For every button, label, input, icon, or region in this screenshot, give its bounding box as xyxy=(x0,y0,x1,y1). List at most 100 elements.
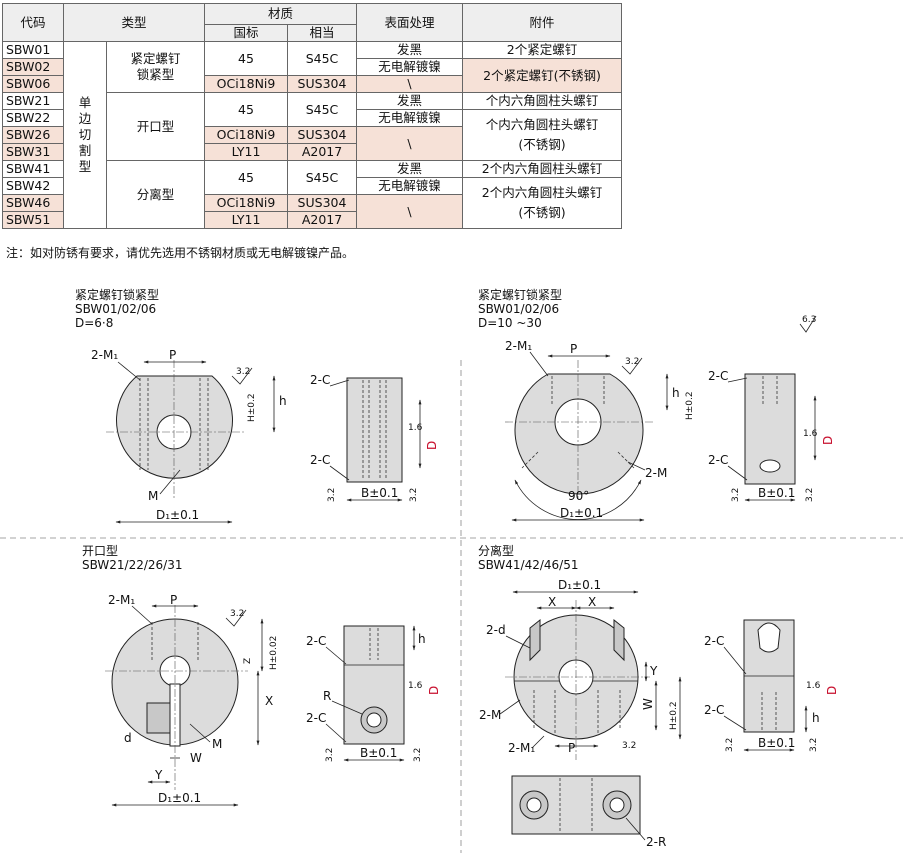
dim-d1-label: D₁±0.1 xyxy=(156,508,199,522)
view-range: D=6·8 xyxy=(75,316,113,330)
accessory-cell: 2个内六角圆柱头螺钉 (不锈钢) xyxy=(462,177,622,229)
roughness-label: 3.2 xyxy=(731,488,741,502)
leader xyxy=(329,379,350,387)
gb-cell: OCi18Ni9 xyxy=(204,126,288,144)
view-setscrew-large: 紧定螺钉锁紧型 SBW01/02/06 D=10 ~30 6.3 P 2-M₁ … xyxy=(478,287,835,522)
view-range: D=10 ~30 xyxy=(478,316,542,330)
view-title: 分离型 xyxy=(478,543,514,558)
equiv-cell: S45C xyxy=(287,92,357,127)
leader xyxy=(727,377,748,383)
surface-cell: \ xyxy=(356,126,463,161)
dim-p-label: P xyxy=(568,741,575,755)
leader xyxy=(329,465,350,481)
dim-h-label: h xyxy=(279,394,287,408)
equiv-cell: A2017 xyxy=(287,143,357,161)
dim-b-label: B±0.1 xyxy=(361,486,398,500)
type-cell: 开口型 xyxy=(106,92,205,161)
equiv-cell: SUS304 xyxy=(287,75,357,93)
dim-b-label: B±0.1 xyxy=(360,746,397,760)
roughness-label: 1.6 xyxy=(806,681,821,691)
type-cell: 紧定螺钉 锁紧型 xyxy=(106,41,205,93)
code-cell: SBW22 xyxy=(2,109,64,127)
code-cell: SBW02 xyxy=(2,58,64,76)
roughness-label: 3.2 xyxy=(622,741,636,751)
dim-angle-label: 90° xyxy=(568,489,589,503)
dim-2c-label: 2-C xyxy=(704,634,724,648)
dim-2m-label: 2-M xyxy=(645,466,667,480)
view-split-type: 分离型 SBW41/42/46/51 D₁±0.1 X X 2-d 2-M P … xyxy=(478,543,839,849)
roughness-label: 3.2 xyxy=(409,488,419,502)
code-cell: SBW06 xyxy=(2,75,64,93)
gb-cell: LY11 xyxy=(204,143,288,161)
leader xyxy=(117,361,141,381)
dim-w-label: W xyxy=(190,751,202,765)
leader xyxy=(627,461,646,471)
dim-y-label: Y xyxy=(649,664,658,678)
code-cell: SBW01 xyxy=(2,41,64,59)
dim-d1-label: D₁±0.1 xyxy=(158,791,201,805)
dim-2c-label: 2-C xyxy=(306,711,326,725)
hdr-surface: 表面处理 xyxy=(356,3,463,42)
leader xyxy=(325,723,347,743)
leader xyxy=(625,817,646,841)
dim-r-label: R xyxy=(323,689,331,703)
equiv-cell: S45C xyxy=(287,41,357,76)
dim-x-label: X xyxy=(588,595,596,609)
dim-b-label: B±0.1 xyxy=(758,736,795,750)
dim-htol-label: H±0.02 xyxy=(269,636,279,670)
view-title: 紧定螺钉锁紧型 xyxy=(478,287,562,302)
surface-cell: \ xyxy=(356,75,463,93)
dim-2c-label: 2-C xyxy=(310,373,330,387)
leader xyxy=(529,351,549,377)
dim-d-small-label: d xyxy=(124,731,132,745)
dim-p-label: P xyxy=(570,342,577,356)
dim-d-label: D xyxy=(425,441,439,450)
surface-cell: \ xyxy=(356,194,463,229)
dim-h-label: h xyxy=(672,386,680,400)
gb-cell: 45 xyxy=(204,41,288,76)
view-models: SBW01/02/06 xyxy=(75,302,156,316)
roughness-label: 3.2 xyxy=(230,609,244,619)
code-cell: SBW51 xyxy=(2,211,64,229)
dim-htol-label: H±0.2 xyxy=(669,701,679,730)
roughness-symbol xyxy=(799,315,817,333)
dim-d1-label: D₁±0.1 xyxy=(560,506,603,520)
dim-2c-label: 2-C xyxy=(310,453,330,467)
dim-y-label: Y xyxy=(154,768,163,782)
screw-hole xyxy=(759,459,781,473)
spec-table: 代码 类型 材质 表面处理 附件 国标 相当 SBW01 单 边 切 割 型 紧… xyxy=(2,3,622,229)
leader xyxy=(331,700,363,715)
dim-2c-label: 2-C xyxy=(306,634,326,648)
roughness-label: 1.6 xyxy=(408,681,423,691)
dim-d1-label: D₁±0.1 xyxy=(558,578,601,592)
accessory-cell: 2个紧定螺钉(不锈钢) xyxy=(462,58,622,93)
view-open-type: 开口型 SBW21/22/26/31 P 2-M₁ 3.2 H±0.02 Z X… xyxy=(82,544,441,807)
leader xyxy=(723,715,747,731)
equiv-cell: S45C xyxy=(287,160,357,195)
dim-htol-label: H±0.2 xyxy=(247,393,257,422)
leader xyxy=(499,699,521,715)
roughness-label: 3.2 xyxy=(809,738,819,752)
dim-z-label: Z xyxy=(243,658,253,664)
dim-2c-label: 2-C xyxy=(708,453,728,467)
leader xyxy=(159,469,181,495)
roughness-label: 3.2 xyxy=(236,367,250,377)
dim-m1-label: 2-M₁ xyxy=(91,348,118,362)
dim-b-label: B±0.1 xyxy=(758,486,795,500)
equiv-cell: SUS304 xyxy=(287,194,357,212)
dim-d-label: D xyxy=(427,686,441,695)
hidden-line xyxy=(617,451,635,469)
dim-2c-label: 2-C xyxy=(708,369,728,383)
view-setscrew-small: 紧定螺钉锁紧型 SBW01/02/06 D=6·8 P 2-M₁ D₁±0.1 … xyxy=(75,287,439,524)
surface-cell: 无电解镀镍 xyxy=(356,109,463,127)
roughness-label: 3.2 xyxy=(625,357,639,367)
roughness-label: 3.2 xyxy=(725,738,735,752)
leader xyxy=(131,605,153,625)
type-cell: 分离型 xyxy=(106,160,205,229)
leader xyxy=(505,635,531,649)
code-cell: SBW46 xyxy=(2,194,64,212)
counterbore xyxy=(146,702,171,734)
equiv-cell: SUS304 xyxy=(287,126,357,144)
dim-htol-label: H±0.2 xyxy=(685,391,695,420)
